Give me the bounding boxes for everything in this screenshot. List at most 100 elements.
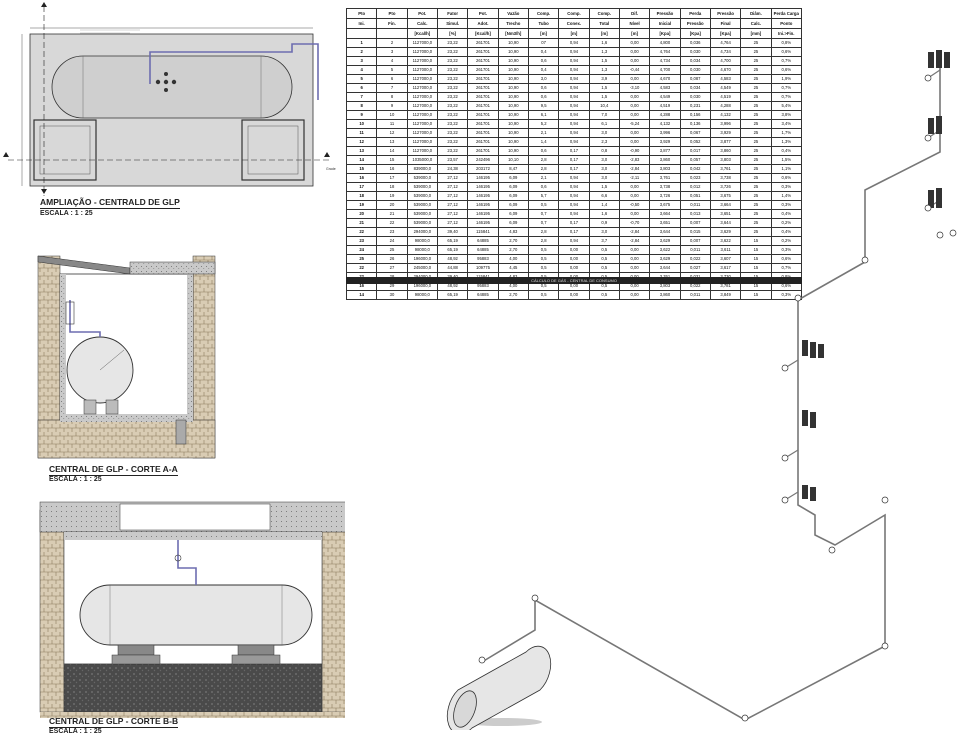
table-header-cell: Diâm. <box>740 8 772 19</box>
table-cell: 16 <box>376 164 408 174</box>
table-cell: 539000,0 <box>406 200 438 210</box>
table-header-cell: Calc. <box>740 18 772 29</box>
plan-view: Grade <box>3 2 336 196</box>
node-marker-icon <box>478 656 486 664</box>
equipment-cluster-icon <box>802 50 950 501</box>
node-marker-icon <box>781 496 789 504</box>
table-header-cell: Pressão <box>649 8 681 19</box>
section-bb-scale: ESCALA : 1 : 25 <box>49 728 102 735</box>
pipe-aa <box>69 300 101 337</box>
table-cell: 9 <box>376 101 408 111</box>
table-cell: 10 <box>345 119 378 129</box>
valve-icon <box>164 72 168 76</box>
table-cell: 8 <box>345 101 378 111</box>
tank-section-bb <box>79 584 313 646</box>
table-header-cell: Conex. <box>558 18 590 29</box>
table-cell: 2 <box>376 38 408 48</box>
table-cell: 5 <box>376 65 408 75</box>
table-header-row: [Kcal/h][%][Kcal/h][Nm3/h][m][m][m][m][K… <box>345 28 803 39</box>
table-header-cell: Adot. <box>467 18 499 29</box>
pipe-bb <box>177 540 197 585</box>
node-marker-icon <box>531 594 539 602</box>
table-cell: 539000,0 <box>406 209 438 219</box>
table-cell: 15 <box>345 164 378 174</box>
table-cell: 539000,0 <box>406 173 438 183</box>
valve-icon <box>174 554 182 562</box>
node-marker-icon <box>949 229 957 237</box>
table-header-cell: Pto <box>376 8 408 19</box>
valve-icon <box>163 79 169 85</box>
table-header-cell: Inicial <box>649 18 681 29</box>
table-cell: 1127000,0 <box>406 119 438 129</box>
table-header-cell <box>376 28 408 39</box>
grade-label: Grade <box>326 167 336 171</box>
node-marker-icon <box>881 496 889 504</box>
table-header-cell: Fin. <box>376 18 408 29</box>
table-header-cell: Comp. <box>558 8 590 19</box>
table-cell: 1127000,0 <box>406 101 438 111</box>
table-cell: 1127000,0 <box>406 128 438 138</box>
table-cell: 4 <box>345 65 378 75</box>
table-cell: 18 <box>376 182 408 192</box>
node-marker-icon <box>881 642 889 650</box>
table-header-cell: Perda <box>679 8 711 19</box>
node-marker-icon <box>924 134 932 142</box>
table-cell: 24 <box>376 236 408 246</box>
table-header-cell: Total <box>588 18 620 29</box>
table-cell: 11 <box>345 128 378 138</box>
table-cell: 20 <box>345 209 378 219</box>
table-cell: 98000,0 <box>406 290 438 300</box>
table-cell: 0,3% <box>770 290 803 300</box>
table-cell: 98000,0 <box>406 245 438 255</box>
table-cell: 5 <box>345 74 378 84</box>
valve-icon <box>155 79 161 85</box>
valve-icon <box>171 79 177 85</box>
table-header-cell: Simul. <box>436 18 469 29</box>
table-cell: 21 <box>345 218 378 228</box>
table-cell: 7 <box>376 83 408 93</box>
table-cell: 22 <box>345 263 378 273</box>
table-cell: 3 <box>345 56 378 66</box>
gravel-bed <box>63 663 323 713</box>
table-cell: 12 <box>345 137 378 147</box>
floor-base <box>37 419 216 459</box>
table-cell: 19 <box>345 200 378 210</box>
table-cell: 294000,0 <box>406 227 438 237</box>
table-header-cell: Pot. <box>406 8 438 19</box>
section-aa-scale: ESCALA : 1 : 25 <box>49 476 102 483</box>
wall-left-bb <box>39 509 65 713</box>
table-cell: 1127000,0 <box>406 56 438 66</box>
saddle-left <box>117 644 155 656</box>
node-marker-icon <box>741 714 749 722</box>
node-marker-icon <box>781 364 789 372</box>
table-header-cell: Pot. <box>467 8 499 19</box>
table-cell: 21 <box>376 209 408 219</box>
table-cell: 839000,0 <box>406 164 438 174</box>
table-cell: 15 <box>376 155 408 165</box>
table-cell: 1035000,0 <box>406 155 438 165</box>
table-cell: 27 <box>376 263 408 273</box>
section-bb-title: CENTRAL DE GLP - CORTE B-B <box>49 716 179 728</box>
table-header-cell: Ini. <box>345 18 378 29</box>
table-cell: 16 <box>345 173 378 183</box>
section-marker-icon <box>41 189 47 194</box>
table-cell: 1127000,0 <box>406 137 438 147</box>
plan-title: AMPLIAÇÃO - CENTRALD DE GLP <box>40 197 180 209</box>
table-cell: 25 <box>376 245 408 255</box>
table-cell: 14 <box>345 155 378 165</box>
table-cell: 13 <box>376 137 408 147</box>
node-marker-icon <box>781 454 789 462</box>
table-cell: 26 <box>376 254 408 264</box>
table-cell: 22 <box>345 227 378 237</box>
section-bb-view <box>39 501 345 718</box>
table-cell: 20 <box>376 200 408 210</box>
table-footer: CÁLCULO DE GÁS - CENTRAL DE CONSUMO <box>346 277 802 284</box>
